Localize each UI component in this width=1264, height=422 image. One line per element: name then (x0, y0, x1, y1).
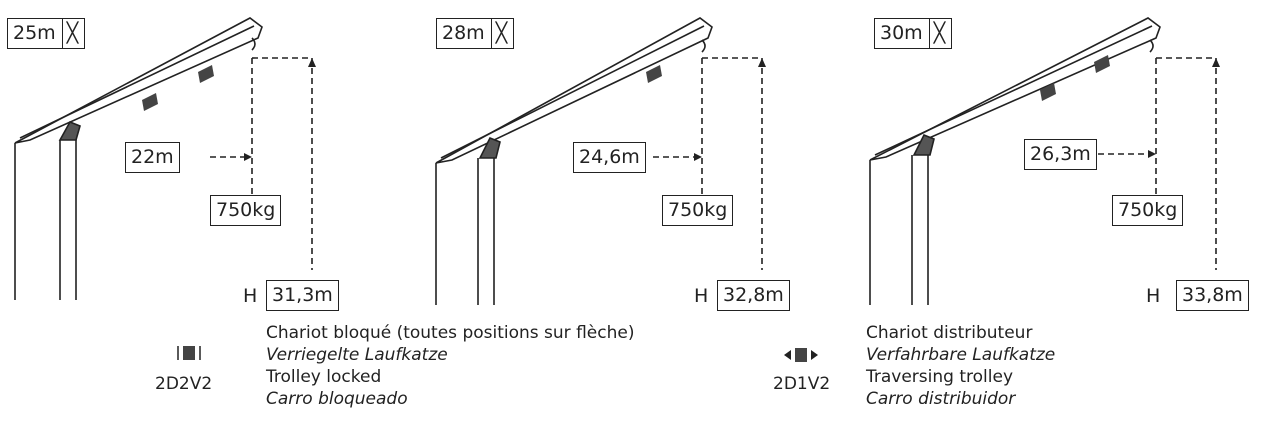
trolley-traversing-icon (1094, 55, 1110, 73)
height-prefix-3: H (1146, 285, 1161, 307)
crane-1-drawing (14, 17, 313, 300)
boom-length-box-2: 28m ╳ (436, 18, 515, 49)
legend-locked-icon (177, 346, 201, 360)
load-2: 750kg (662, 195, 734, 226)
legend-locked-en: Trolley locked (266, 367, 382, 387)
hook-block-icon: ╳ (928, 19, 949, 48)
crane-3-drawing (869, 17, 1217, 305)
legend-locked-fr: Chariot bloqué (toutes positions sur flè… (266, 323, 635, 343)
boom-length-1: 25m (13, 22, 56, 44)
load-1: 750kg (210, 195, 282, 226)
arrowhead-icon (758, 58, 766, 67)
legend-traversing-de: Verfahrbare Laufkatze (866, 345, 1056, 365)
trolley-locked-icon (1040, 83, 1056, 101)
hook-radius-2: 24,6m (573, 142, 646, 173)
legend-locked-es: Carro bloqueado (266, 389, 408, 409)
height-prefix-2: H (694, 285, 709, 307)
height-2: 32,8m (717, 280, 790, 311)
crane-2-drawing (435, 17, 763, 305)
legend-locked-de: Verriegelte Laufkatze (266, 345, 448, 365)
arrowhead-icon (308, 58, 316, 67)
hook-radius-3: 26,3m (1024, 139, 1097, 170)
legend-traversing-code: 2D1V2 (773, 374, 831, 394)
height-prefix-1: H (243, 285, 258, 307)
trolley-traversing-icon (198, 65, 214, 83)
height-1: 31,3m (266, 280, 339, 311)
height-3: 33,8m (1176, 280, 1249, 311)
legend-traversing-text: Chariot distributeur Verfahrbare Laufkat… (866, 322, 1055, 410)
hook-block-icon: ╳ (61, 19, 82, 48)
arrowhead-icon (1212, 58, 1220, 67)
trolley-traversing-icon (646, 65, 662, 83)
boom-length-2: 28m (442, 22, 485, 44)
arrowhead-icon (1148, 150, 1156, 158)
legend-traversing-en: Traversing trolley (866, 367, 1013, 387)
hook-radius-1: 22m (125, 142, 180, 173)
boom-length-box-1: 25m ╳ (7, 18, 86, 49)
arrowhead-icon (244, 153, 252, 161)
legend-traversing-fr: Chariot distributeur (866, 323, 1033, 343)
hook-block-icon: ╳ (490, 19, 511, 48)
boom-length-box-3: 30m ╳ (874, 18, 953, 49)
legend-locked-text: Chariot bloqué (toutes positions sur flè… (266, 322, 634, 410)
legend-locked-code: 2D2V2 (155, 374, 213, 394)
load-3: 750kg (1112, 195, 1184, 226)
legend-traversing-icon (784, 348, 818, 362)
boom-length-3: 30m (880, 22, 923, 44)
arrowhead-icon (694, 153, 702, 161)
legend-traversing-es: Carro distribuidor (866, 389, 1016, 409)
trolley-locked-icon (142, 93, 158, 111)
